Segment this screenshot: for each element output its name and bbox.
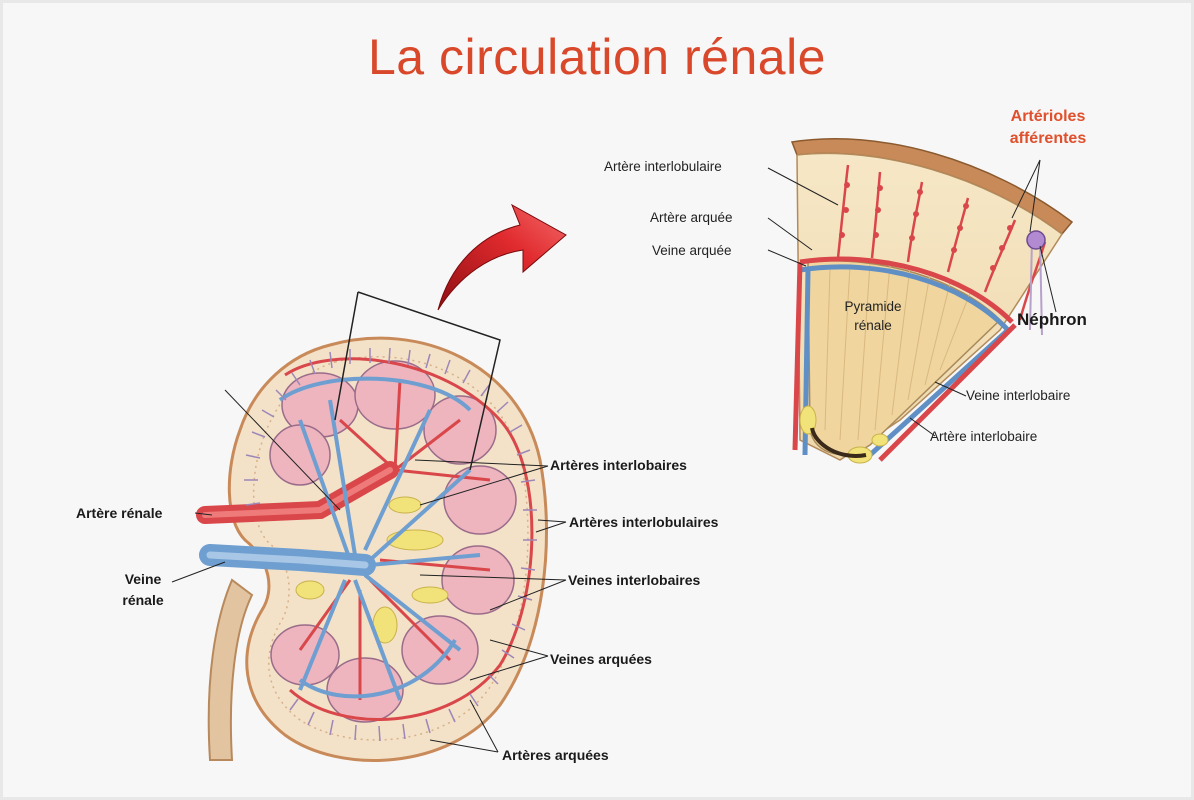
label-interlobular-artery: Artère interlobulaire xyxy=(604,159,722,174)
zoom-arrow xyxy=(438,205,566,310)
label-arcuate-veins: Veines arquées xyxy=(550,651,652,667)
label-renal-pyramid-line2: rénale xyxy=(833,318,913,333)
label-renal-artery: Artère rénale xyxy=(76,505,162,521)
label-arcuate-vein: Veine arquée xyxy=(652,243,732,258)
label-renal-pyramid-line1: Pyramide xyxy=(833,299,913,314)
label-interlobar-arteries: Artères interlobaires xyxy=(550,457,687,473)
ureter xyxy=(209,580,252,760)
nephron-glomerulus xyxy=(1027,231,1045,249)
label-interlobular-arteries: Artères interlobulaires xyxy=(569,514,718,530)
label-interlobar-vein: Veine interlobaire xyxy=(966,388,1070,403)
label-renal-vein-line1: Veine xyxy=(118,571,168,587)
label-nephron: Néphron xyxy=(1017,310,1087,330)
label-afferent-arterioles-line2: afférentes xyxy=(983,130,1113,148)
label-arcuate-artery: Artère arquée xyxy=(650,210,733,225)
label-arcuate-arteries: Artères arquées xyxy=(502,747,609,763)
kidney-illustration xyxy=(205,292,547,760)
label-afferent-arterioles-line1: Artérioles xyxy=(983,108,1113,126)
label-interlobar-veins: Veines interlobaires xyxy=(568,572,700,588)
label-renal-vein-line2: rénale xyxy=(112,592,174,608)
label-interlobar-artery: Artère interlobaire xyxy=(930,429,1037,444)
